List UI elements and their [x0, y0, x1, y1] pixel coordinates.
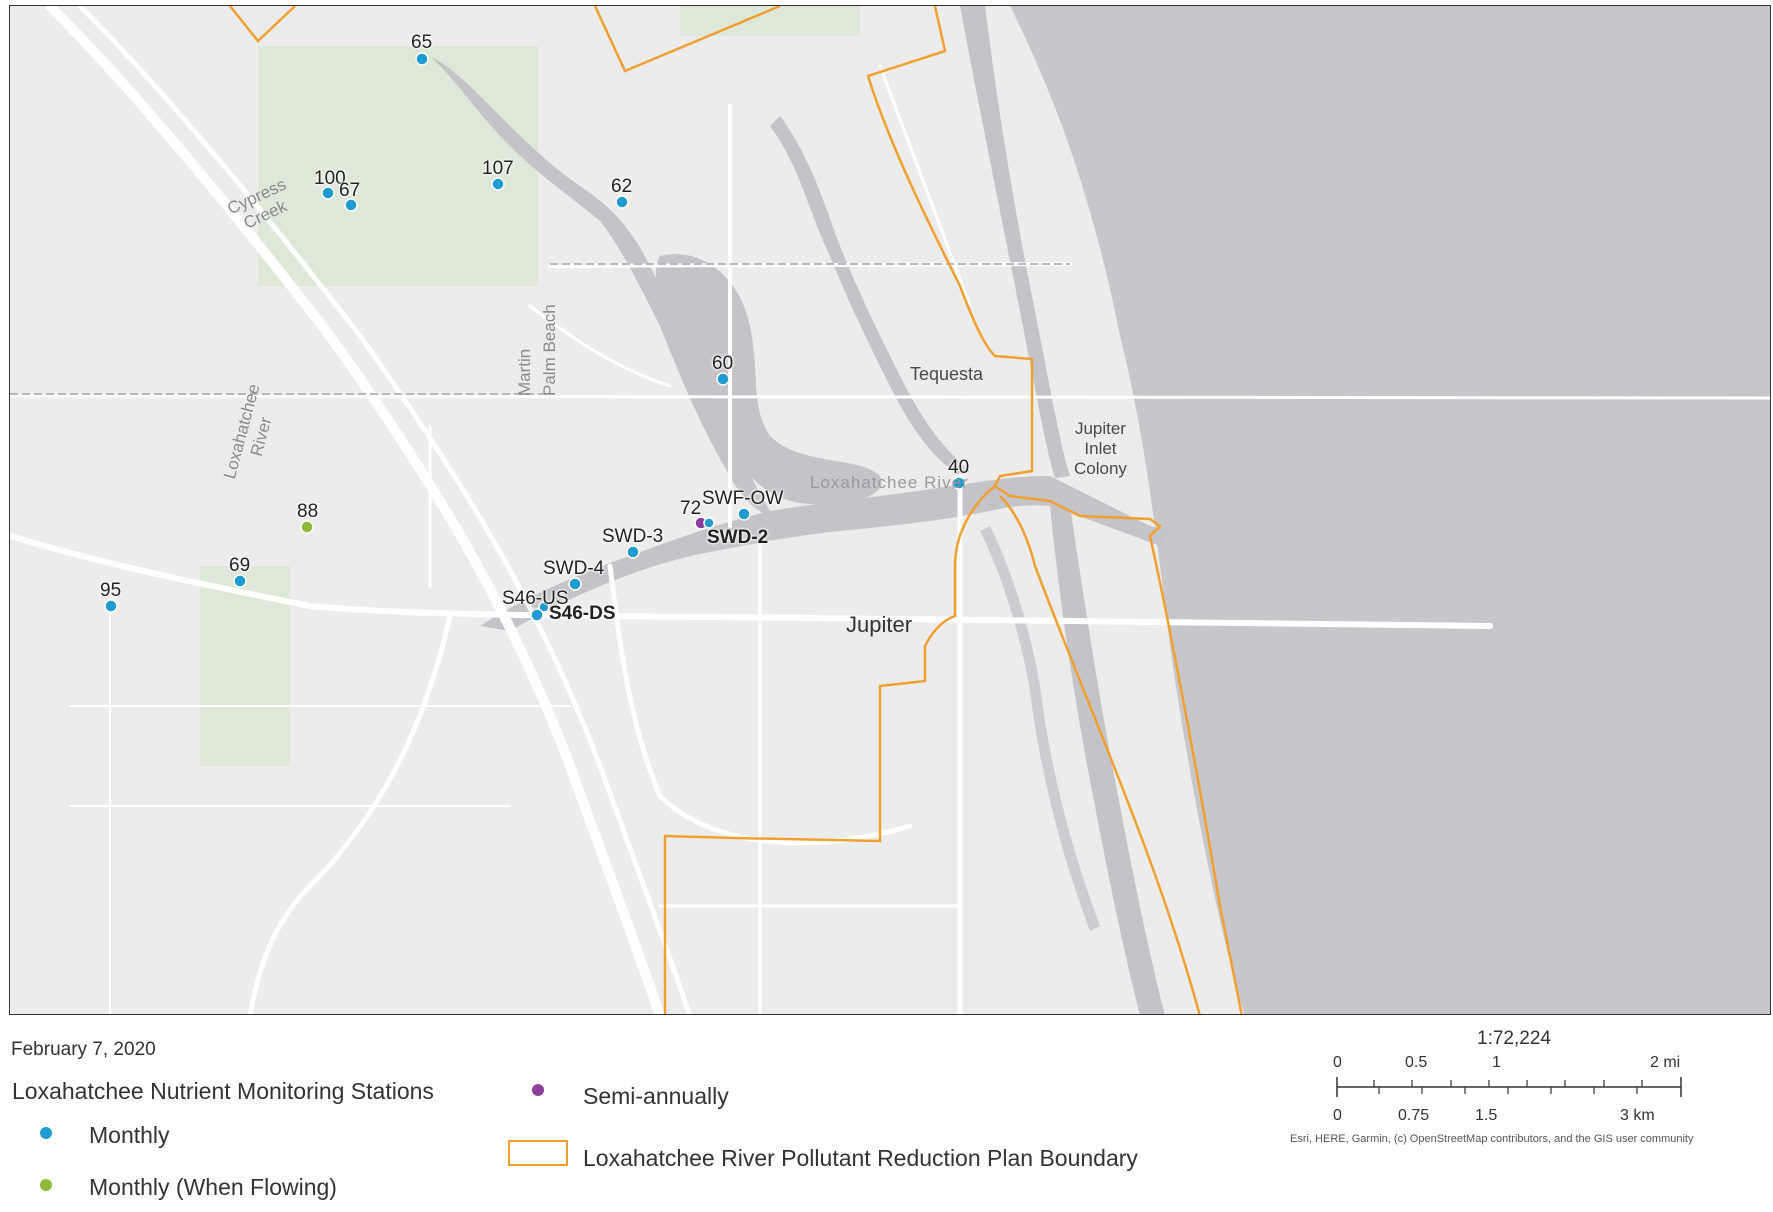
river-north-fork [770, 116, 970, 476]
legend-boundary-label: Loxahatchee River Pollutant Reduction Pl… [583, 1145, 1138, 1171]
road-network [10, 6, 1770, 1014]
station-swd3-marker[interactable] [626, 545, 640, 559]
station-69-marker[interactable] [233, 574, 247, 588]
station-label: S46-DS [549, 603, 616, 624]
place-label-loxahatchee-river: Loxahatchee River [810, 473, 969, 492]
station-label: SWD-3 [602, 526, 664, 547]
station-label: SWD-4 [543, 558, 605, 579]
station-label: 95 [100, 580, 122, 601]
place-label-jupiter-inlet-colony: Jupiter Inlet Colony [1074, 419, 1127, 478]
map-legend: February 7, 2020 Loxahatchee Nutrient Mo… [0, 1015, 1300, 1212]
map-date: February 7, 2020 [11, 1039, 156, 1060]
station-60-marker[interactable] [716, 372, 730, 386]
station-label: 67 [339, 180, 361, 201]
place-label-jupiter: Jupiter [846, 612, 913, 637]
station-40-marker[interactable] [952, 476, 966, 490]
station-label: 62 [611, 176, 633, 197]
station-label: 69 [229, 555, 251, 576]
legend-semi-annually-label: Semi-annually [583, 1083, 729, 1109]
station-s46-ds-marker[interactable] [530, 608, 544, 622]
scale-mi-label: 2 mi [1650, 1054, 1681, 1071]
station-100-marker[interactable] [321, 186, 335, 200]
scale-ratio: 1:72,224 [1477, 1028, 1551, 1049]
scale-mi-label: 0.5 [1405, 1054, 1428, 1071]
station-label: 72 [680, 498, 702, 519]
intracoastal-south [1050, 506, 1165, 1014]
station-s46-us-marker[interactable] [538, 601, 550, 613]
scale-ruler [1336, 1077, 1682, 1097]
scale-km-label: 3 km [1620, 1107, 1655, 1124]
scale-km-label: 0.75 [1398, 1107, 1430, 1124]
scale-mi-label: 1 [1492, 1054, 1501, 1071]
loxahatchee-river [480, 476, 1170, 631]
legend-monthly-flowing-symbol [40, 1179, 52, 1191]
station-label: 88 [297, 501, 319, 522]
park-area [258, 46, 538, 286]
station-swd2-marker[interactable] [703, 517, 715, 529]
scale-km-label: 0 [1333, 1107, 1342, 1124]
station-label: 65 [411, 32, 433, 53]
station-label: S46-US [502, 588, 569, 609]
legend-monthly-flowing-label: Monthly (When Flowing) [89, 1174, 337, 1200]
place-label-tequesta: Tequesta [910, 364, 984, 384]
plan-boundary [229, 6, 1243, 1014]
station-label: SWF-OW [702, 488, 784, 509]
station-label: 40 [948, 457, 970, 478]
station-88-marker[interactable] [300, 520, 314, 534]
station-swf-ow-marker[interactable] [737, 507, 751, 521]
park-area [200, 566, 290, 766]
scale-mi-label: 0 [1333, 1054, 1342, 1071]
station-swd4-marker[interactable] [568, 577, 582, 591]
place-label-palm-beach: Palm Beach [540, 304, 559, 396]
station-62-marker[interactable] [615, 195, 629, 209]
station-65-marker[interactable] [415, 52, 429, 66]
river-lake-basin [655, 254, 882, 505]
station-label: 107 [482, 158, 514, 179]
place-label-martin: Martin [515, 348, 534, 396]
legend-monthly-symbol [40, 1127, 52, 1139]
county-line [10, 263, 1070, 395]
map-attribution: Esri, HERE, Garmin, (c) OpenStreetMap co… [1290, 1133, 1694, 1145]
station-label: 100 [314, 168, 346, 189]
station-67-marker[interactable] [344, 198, 358, 212]
map-view[interactable]: Tequesta Jupiter Jupiter Inlet Colony Lo… [9, 5, 1771, 1015]
station-label: 60 [712, 353, 734, 374]
river-northwest-fork [430, 56, 770, 516]
ocean-area [1010, 6, 1770, 1014]
legend-title: Loxahatchee Nutrient Monitoring Stations [12, 1078, 434, 1104]
station-95-marker[interactable] [104, 599, 118, 613]
legend-semi-annually-symbol [532, 1084, 544, 1096]
legend-monthly-label: Monthly [89, 1122, 170, 1148]
intracoastal-waterway [960, 6, 1070, 478]
station-markers [104, 52, 966, 622]
station-107-marker[interactable] [491, 177, 505, 191]
canal [980, 526, 1100, 931]
station-label: SWD-2 [707, 527, 769, 548]
basemap [10, 6, 1770, 1014]
legend-boundary-symbol [508, 1140, 568, 1166]
scale-km-label: 1.5 [1475, 1107, 1498, 1124]
scale-bar: 1:72,224 0 0.5 1 2 mi 0 0.75 1.5 3 km Es… [1280, 1015, 1773, 1212]
